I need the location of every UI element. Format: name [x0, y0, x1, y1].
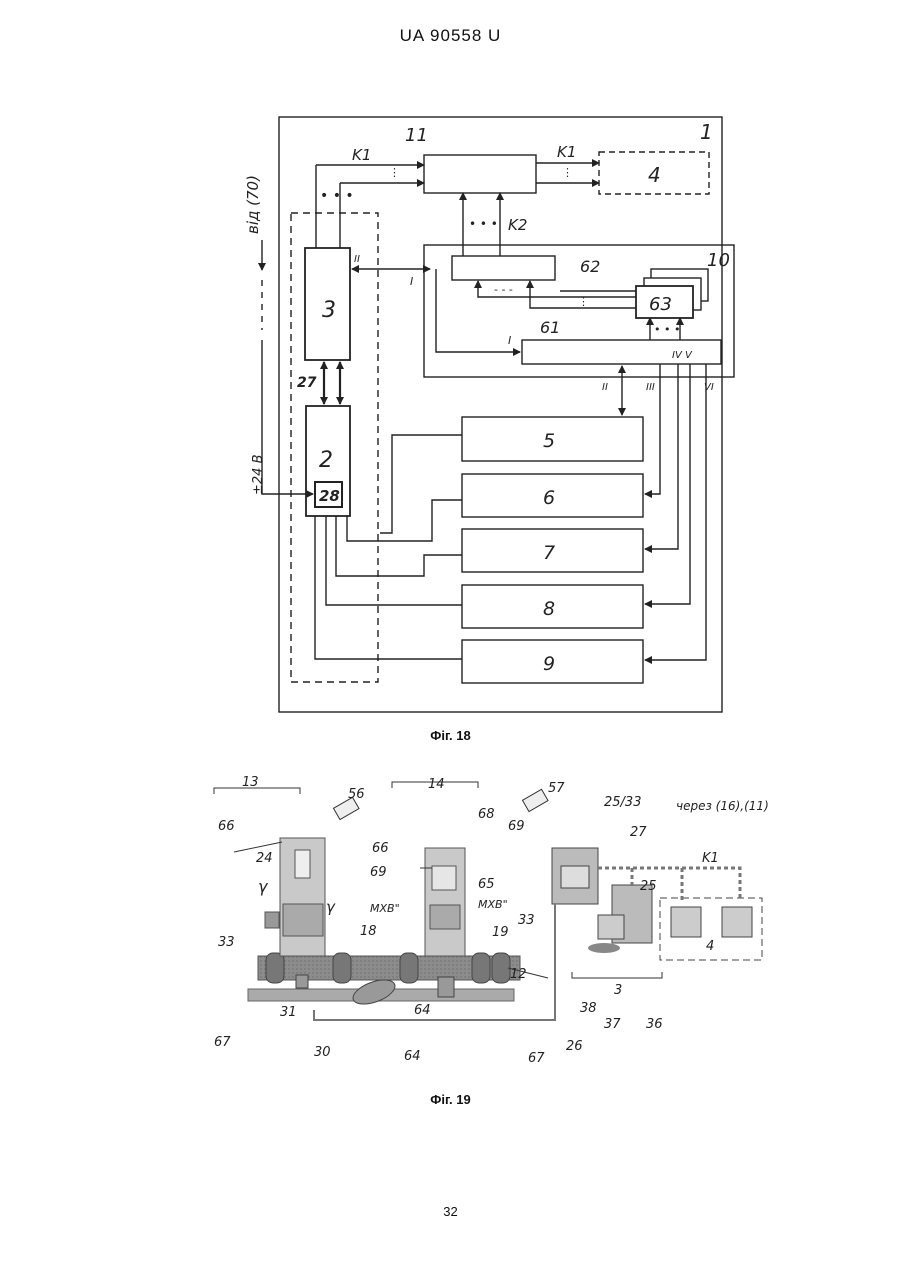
label-13: 13 [242, 775, 259, 790]
monitor-1 [671, 907, 701, 937]
label-mxb-1: МХВ" [370, 902, 400, 915]
sensor-64 [438, 977, 454, 997]
label-30: 30 [314, 1045, 331, 1060]
sensor-31 [296, 975, 308, 988]
label-via: через (16),(11) [676, 799, 769, 813]
label-24: 24 [256, 851, 273, 866]
computer-screen [561, 866, 589, 888]
workstation-keyboard [588, 943, 620, 953]
monitor-2 [722, 907, 752, 937]
figure-19-drawing: 13 14 56 57 66 66 68 69 69 24 65 33 33 γ… [0, 0, 901, 1090]
label-67a: 67 [214, 1035, 231, 1050]
label-66a: 66 [218, 819, 235, 834]
label-33b: 33 [518, 913, 535, 928]
label-25-33: 25/33 [604, 795, 641, 810]
device-14-window [432, 866, 456, 890]
label-26: 26 [566, 1039, 583, 1054]
figure-19-caption: Фіг. 19 [0, 1092, 901, 1107]
label-64b: 64 [404, 1049, 421, 1064]
label-mxb-2: МХВ" [478, 898, 508, 911]
device-14-body [425, 848, 465, 956]
label-37: 37 [604, 1017, 621, 1032]
label-25: 25 [640, 879, 657, 894]
label-gamma-a: γ [258, 877, 269, 896]
page-number: 32 [0, 1204, 901, 1219]
label-14: 14 [428, 777, 445, 792]
label-56: 56 [348, 787, 365, 802]
label-69b: 69 [370, 865, 387, 880]
label-33a: 33 [218, 935, 235, 950]
label-12: 12 [510, 967, 527, 982]
device-13-window [295, 850, 310, 878]
label-18: 18 [360, 924, 377, 939]
roller-5 [492, 953, 510, 983]
label-3: 3 [614, 983, 622, 998]
label-68: 68 [478, 807, 495, 822]
label-k1: K1 [702, 851, 719, 866]
roller-1 [266, 953, 284, 983]
label-31: 31 [280, 1005, 297, 1020]
device-14-unit [430, 905, 460, 929]
label-19: 19 [492, 925, 509, 940]
label-66b: 66 [372, 841, 389, 856]
label-64a: 64 [414, 1003, 431, 1018]
camera-57 [522, 789, 548, 811]
label-67b: 67 [528, 1051, 545, 1066]
label-27: 27 [630, 825, 647, 840]
workstation-monitor [598, 915, 624, 939]
roller-2 [333, 953, 351, 983]
label-38: 38 [580, 1001, 597, 1016]
label-69a: 69 [508, 819, 525, 834]
brace-3 [572, 972, 662, 978]
roller-4 [472, 953, 490, 983]
device-13-mid [283, 904, 323, 936]
label-57: 57 [548, 781, 565, 796]
label-65: 65 [478, 877, 495, 892]
label-4: 4 [706, 939, 714, 954]
roller-3 [400, 953, 418, 983]
label-gamma-b: γ [326, 898, 336, 916]
device-13-sensor [265, 912, 279, 928]
label-36: 36 [646, 1017, 663, 1032]
